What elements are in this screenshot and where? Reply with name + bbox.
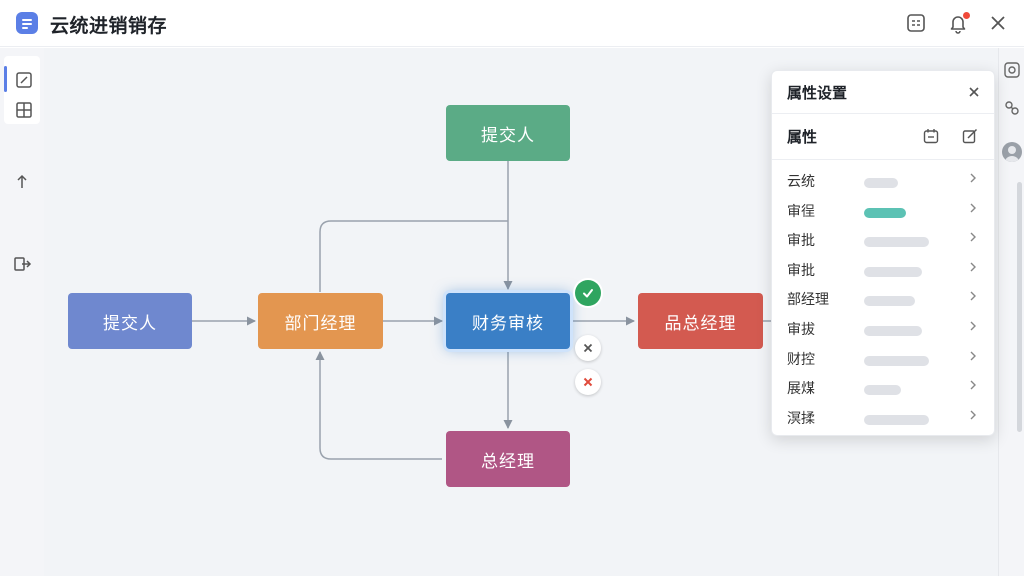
section-title: 属性 [787,128,818,146]
property-value-bar [864,266,922,277]
plugin-icon[interactable] [1002,98,1022,118]
window-title: 云统进销销存 [50,15,168,37]
check-icon[interactable] [575,280,601,306]
property-label: 审拔 [787,322,815,338]
bell-icon[interactable] [946,11,970,35]
property-label: 审批 [787,233,815,250]
property-row[interactable]: 审批 [772,226,994,256]
avatar[interactable] [1002,142,1022,162]
property-row[interactable]: 溟揉 [772,404,994,434]
chevron-right-icon[interactable] [968,408,978,426]
node-dept-manager[interactable]: 部门经理 [258,293,383,349]
property-value-bar [864,326,922,336]
reject-icon[interactable] [575,369,601,395]
document-icon [16,12,38,34]
section-divider [772,159,994,160]
property-label: 溟揉 [787,410,815,427]
property-value-bar [864,385,901,396]
property-value-bar [864,178,898,188]
property-value-bar [864,207,906,218]
node-general-manager[interactable]: 总经理 [446,431,570,487]
panel-divider [772,113,994,114]
edit-tool-icon[interactable] [14,70,34,90]
scrollbar[interactable] [1017,182,1022,432]
active-tool-indicator [4,66,7,92]
property-row[interactable]: 审拔 [772,315,994,345]
property-row[interactable]: 审批 [772,256,994,286]
chevron-right-icon[interactable] [968,171,978,189]
property-value-bar [864,355,929,366]
right-rail [998,48,1024,576]
node-top-submitter[interactable]: 提交人 [446,105,570,161]
chevron-right-icon[interactable] [968,349,978,367]
property-label: 审批 [787,262,815,279]
property-value-bar [864,414,929,425]
close-window-icon[interactable] [986,11,1010,35]
property-value-bar [864,296,915,307]
calculator-icon[interactable] [904,11,928,35]
property-row[interactable]: 云统 [772,167,994,197]
property-row[interactable]: 部经理 [772,285,994,315]
property-label: 审徎 [787,203,815,220]
property-row[interactable]: 展煤 [772,374,994,404]
settings-icon[interactable] [1002,60,1022,80]
node-finance-review[interactable]: 财务审核 [446,293,570,349]
arrow-up-icon[interactable] [12,172,32,192]
property-label: 云统 [787,174,815,190]
layout-tool-icon[interactable] [14,100,34,120]
panel-title: 属性设置 [787,84,848,102]
tool-group [4,56,40,124]
edit-icon[interactable] [961,127,979,145]
connector-lines [192,161,771,460]
property-label: 部经理 [787,292,829,309]
property-label: 财控 [787,351,815,368]
property-value-bar [864,237,929,248]
chevron-right-icon[interactable] [968,230,978,248]
property-row[interactable]: 审徎 [772,197,994,227]
chevron-right-icon[interactable] [968,260,978,278]
title-bar: 云统进销销存 [0,0,1024,47]
node-product-manager[interactable]: 品总经理 [638,293,763,349]
panel-close-icon[interactable] [966,82,982,104]
left-toolbar: ◇ [0,48,53,576]
chevron-right-icon[interactable] [968,289,978,307]
property-row[interactable]: 财控 [772,345,994,375]
node-submitter[interactable]: 提交人 [68,293,192,349]
export-icon[interactable] [12,254,32,274]
calendar-icon[interactable] [922,127,940,145]
notification-dot [963,12,970,19]
property-label: 展煤 [787,381,815,398]
chevron-right-icon[interactable] [968,378,978,396]
close-icon[interactable] [575,335,601,361]
chevron-right-icon[interactable] [968,319,978,337]
property-panel: 属性设置 属性 云统审徎审批审批部经理审拔财控展煤溟揉 [771,70,995,436]
chevron-right-icon[interactable] [968,201,978,219]
